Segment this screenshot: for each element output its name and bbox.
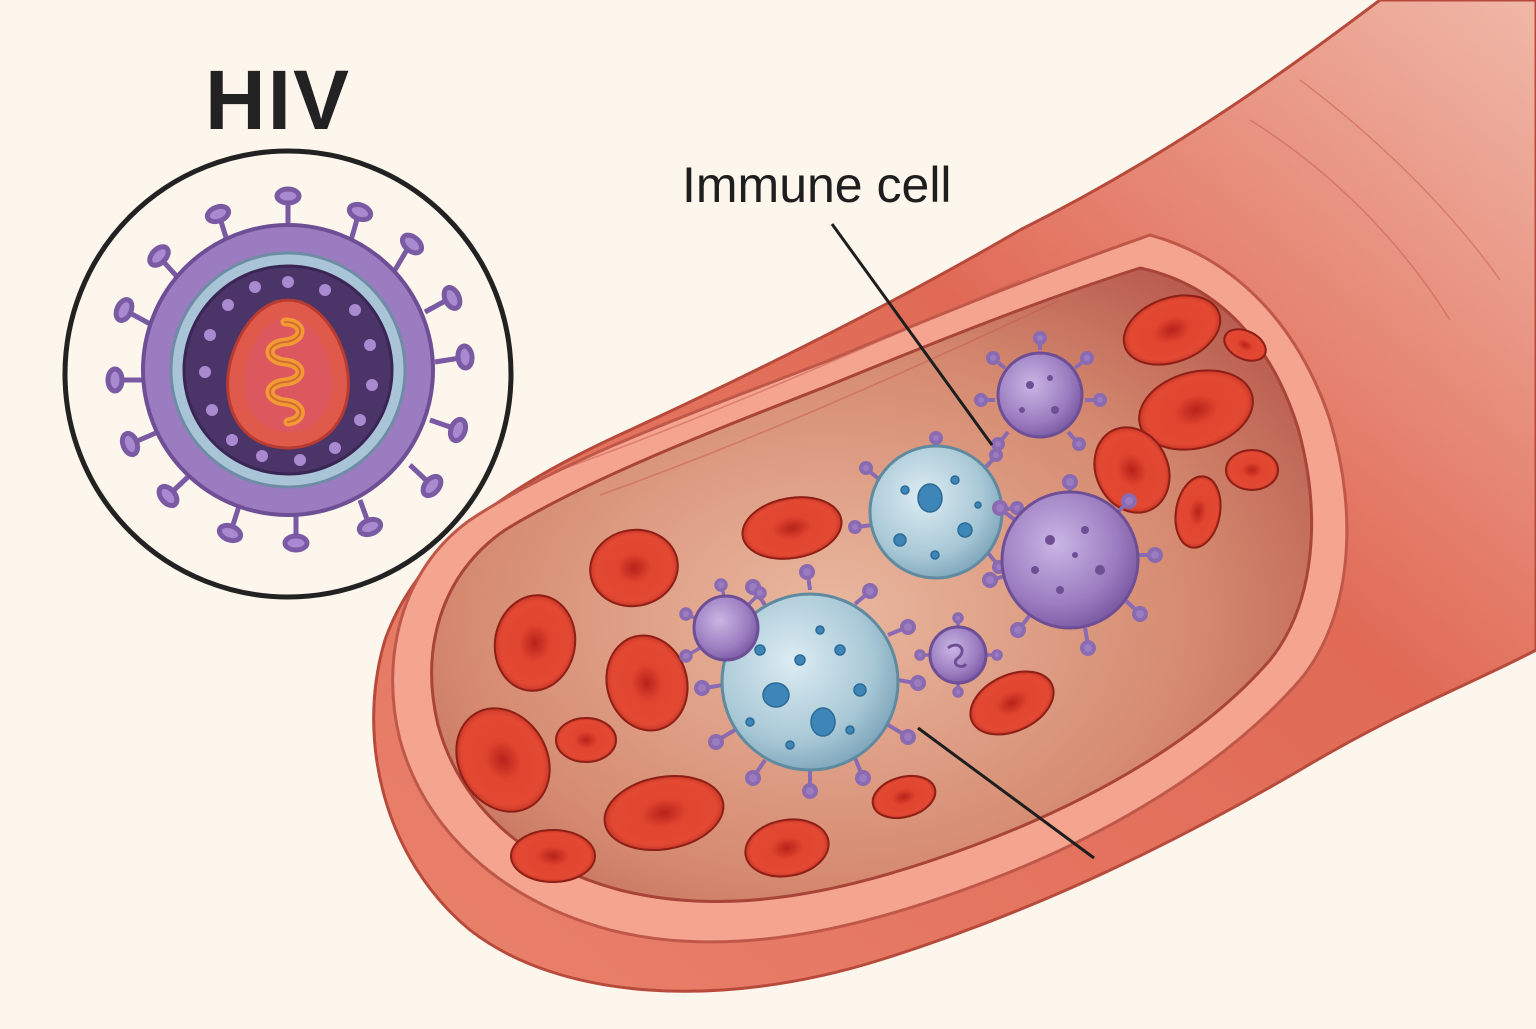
virus-particle-top [974, 331, 1107, 451]
red-blood-cells [455, 294, 1279, 883]
vessel-wall-texture [559, 79, 1501, 496]
red-blood-cell [455, 707, 551, 813]
page-title: HIV [205, 53, 352, 147]
red-blood-cell [1223, 328, 1267, 362]
virion-spikes [105, 186, 475, 553]
callout-leader-lines [830, 223, 1095, 860]
hiv-inset [62, 148, 514, 600]
callout-line-lower [917, 726, 1095, 860]
red-blood-cell [1174, 475, 1222, 549]
red-blood-cell [493, 594, 577, 692]
red-blood-cell [871, 774, 937, 820]
callout-line-upper [830, 223, 994, 446]
red-blood-cell [744, 818, 830, 878]
red-blood-cell [605, 634, 689, 732]
red-blood-cell [555, 717, 617, 763]
red-blood-cell [1225, 449, 1279, 491]
virus-particle-small [914, 612, 1003, 698]
red-blood-cell [603, 775, 725, 851]
red-blood-cell [589, 528, 679, 608]
red-blood-cell [1122, 294, 1222, 366]
red-blood-cell [969, 670, 1055, 736]
red-blood-cell [1138, 369, 1254, 451]
virus-particle-left [679, 578, 767, 663]
red-blood-cell [741, 496, 843, 560]
virion-core-dots [199, 276, 378, 466]
red-blood-cell [510, 829, 596, 883]
virus-particle-large [982, 474, 1163, 656]
red-blood-cell [1093, 426, 1171, 514]
immune-cell-label: Immune cell [682, 157, 952, 213]
